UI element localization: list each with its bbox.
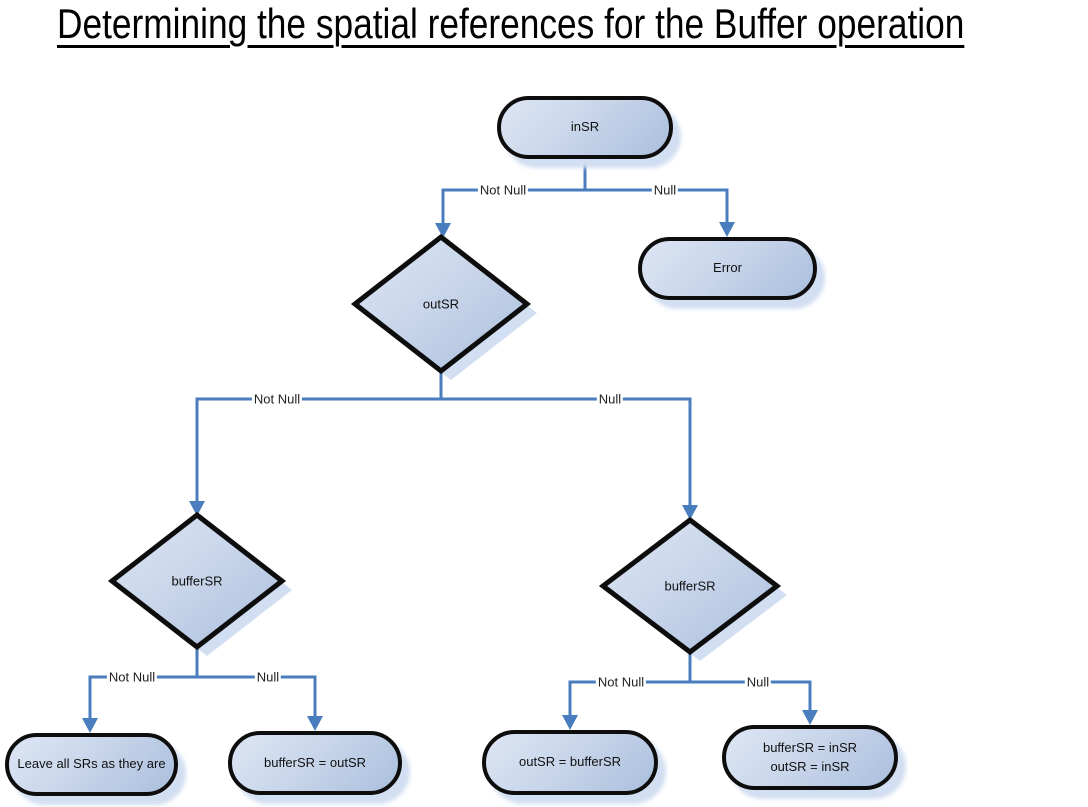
node-error: Error [638, 237, 817, 300]
page-title: Determining the spatial references for t… [57, 0, 965, 47]
node-outsr-eq-buffersr: outSR = bufferSR [482, 730, 658, 795]
node-error-label: Error [713, 260, 742, 276]
node-outsr-eq-buffersr-label: outSR = bufferSR [518, 754, 621, 770]
node-leave-all-srs-label: Leave all SRs as they are [17, 756, 166, 772]
node-buffersr-right-label: bufferSR [664, 578, 716, 594]
decision-buffersr-right-shape [598, 516, 782, 656]
edge-outsr-to-buffersr-right [441, 397, 692, 507]
arrowhead-to-leave [82, 718, 98, 733]
node-leave-all-srs: Leave all SRs as they are [5, 733, 178, 796]
arrowhead-to-outsr-eq-buffersr [562, 715, 578, 730]
node-buffersr-left-label: bufferSR [171, 573, 223, 589]
decision-buffersr-left-shape [107, 511, 287, 651]
edge-label-buffersr-right-null: Null [744, 674, 772, 690]
edge-label-buffersr-left-not-null: Not Null [106, 669, 158, 685]
arrowhead-to-buffersr-right [682, 505, 698, 520]
decision-outsr-shape [350, 233, 532, 375]
arrowhead-to-buffersr-eq-outsr [307, 716, 323, 731]
edge-buffersr-left-to-buffersr-eq-outsr [197, 675, 317, 718]
node-both-eq-insr: bufferSR = inSR outSR = inSR [722, 725, 898, 790]
edge-label-insr-null: Null [651, 182, 679, 198]
node-insr: inSR [497, 96, 673, 159]
node-insr-label: inSR [570, 119, 600, 135]
node-buffersr-eq-outsr: bufferSR = outSR [228, 731, 402, 795]
edge-outsr-to-buffersr-left [195, 371, 443, 503]
arrowhead-to-both-eq-insr [802, 710, 818, 725]
edge-label-buffersr-left-null: Null [254, 669, 282, 685]
edge-insr-to-error [585, 188, 729, 223]
arrowhead-to-error [719, 222, 735, 237]
node-buffersr-eq-outsr-label: bufferSR = outSR [263, 754, 366, 770]
edge-label-insr-not-null: Not Null [477, 182, 529, 198]
arrowhead-to-outsr [435, 223, 451, 238]
arrowheads [82, 222, 818, 733]
node-outsr-label: outSR [422, 296, 460, 312]
edge-label-outsr-not-null: Not Null [251, 391, 303, 407]
decision-shapes [107, 233, 782, 656]
node-both-eq-insr-label: bufferSR = inSR outSR = inSR [762, 739, 858, 774]
edge-buffersr-right-to-both-eq-insr [690, 680, 812, 712]
edge-label-outsr-null: Null [596, 391, 624, 407]
arrowhead-to-buffersr-left [189, 501, 205, 516]
edge-label-buffersr-right-not-null: Not Null [595, 674, 647, 690]
